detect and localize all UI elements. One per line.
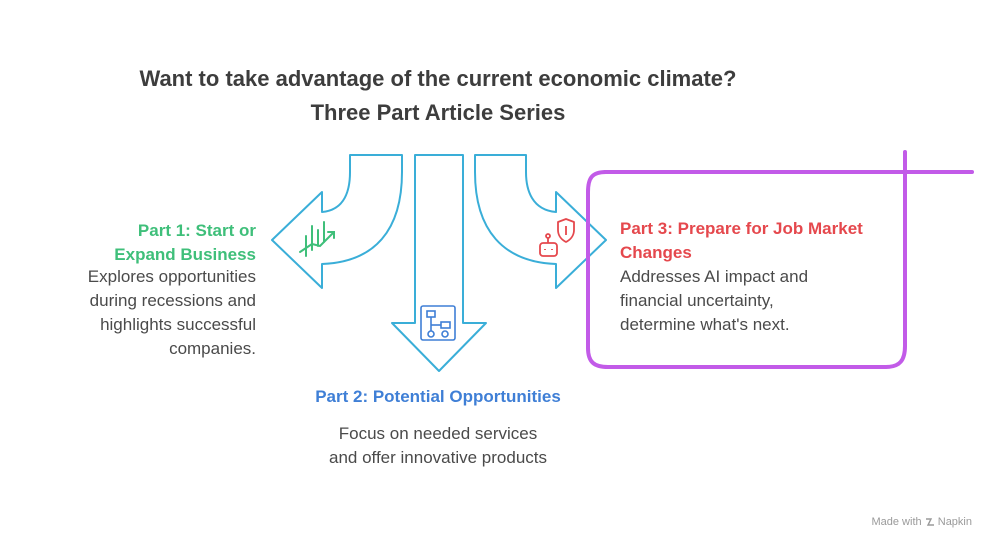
part1-heading: Part 1: Start or Expand Business xyxy=(76,219,256,267)
part3-heading-line: Part 3: Prepare for Job Market xyxy=(620,219,863,238)
part2-heading: Part 2: Potential Opportunities xyxy=(288,385,588,409)
part2-heading-line: Part 2: Potential Opportunities xyxy=(315,387,561,406)
part3-desc-line: determine what's next. xyxy=(620,315,790,334)
center-down-arrow xyxy=(391,154,487,372)
right-curved-arrow xyxy=(474,154,607,289)
watermark-prefix: Made with xyxy=(871,516,922,528)
part2-description: Focus on needed services and offer innov… xyxy=(288,422,588,470)
part1-heading-line: Part 1: Start or xyxy=(137,221,256,240)
watermark-brand: Napkin xyxy=(937,516,972,528)
napkin-watermark[interactable]: Made with Napkin xyxy=(871,516,972,528)
title-line-1: Want to take advantage of the current ec… xyxy=(139,66,737,91)
part1-desc-line: during recessions and xyxy=(89,291,256,310)
robot-shield-icon xyxy=(539,218,575,257)
part1-description: Explores opportunities during recessions… xyxy=(36,265,256,361)
part3-heading-line: Changes xyxy=(620,243,692,262)
growth-chart-icon xyxy=(299,221,335,257)
part1-heading-line: Expand Business xyxy=(114,245,256,264)
title-line-2: Three Part Article Series xyxy=(310,100,566,125)
part1-desc-line: Explores opportunities xyxy=(87,267,256,286)
left-curved-arrow xyxy=(271,154,403,289)
part3-desc-line: financial uncertainty, xyxy=(620,291,774,310)
part1-desc-line: companies. xyxy=(169,339,256,358)
napkin-logo-icon xyxy=(925,518,934,526)
page-title: Want to take advantage of the current ec… xyxy=(0,62,876,130)
flowchart-icon xyxy=(420,305,456,341)
part2-desc-line: Focus on needed services xyxy=(338,424,538,443)
highlight-frame xyxy=(586,150,907,369)
part3-desc-line: Addresses AI impact and xyxy=(620,267,809,286)
part2-desc-line: and offer innovative products xyxy=(329,448,547,467)
part1-desc-line: highlights successful xyxy=(100,315,256,334)
part3-description: Addresses AI impact and financial uncert… xyxy=(620,265,890,337)
part3-heading: Part 3: Prepare for Job Market Changes xyxy=(620,217,910,265)
